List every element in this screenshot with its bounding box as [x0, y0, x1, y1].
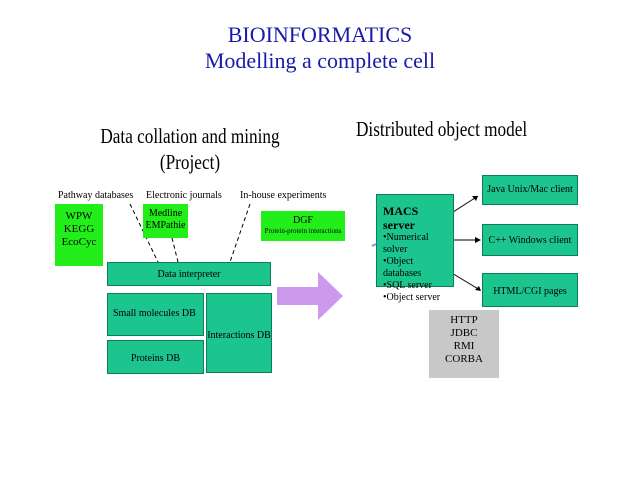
- slide-subtitle: Modelling a complete cell: [204, 48, 436, 73]
- link-html: [449, 271, 481, 291]
- journals-label: Electronic journals: [146, 190, 222, 201]
- journal-connector: [171, 237, 179, 263]
- pathway-item: KEGG: [63, 223, 95, 235]
- server-marker: [371, 243, 377, 247]
- right-heading: Distributed object model: [356, 117, 528, 141]
- server-item: •SQL server: [383, 280, 432, 291]
- pathway-connector: [129, 203, 159, 263]
- server-item: •Numerical solver: [383, 232, 429, 255]
- inhouse-item: DGF: [292, 215, 313, 226]
- data-interpreter-box: Data interpreter: [107, 262, 271, 286]
- flow-arrow-icon: [277, 272, 343, 320]
- arrowhead-icon: [472, 196, 478, 201]
- inhouse-label: In-house experiments: [240, 190, 327, 201]
- interactions-db-box: Interactions DB: [206, 293, 272, 373]
- protocol-item: RMI: [453, 340, 475, 352]
- proteins-db-box: Proteins DB: [107, 340, 204, 374]
- journals-box: Medline EMPathie: [143, 204, 188, 238]
- small-molecules-db-box: Small molecules DB: [107, 293, 204, 336]
- protocol-item: CORBA: [445, 353, 483, 365]
- cpp-client-box: C++ Windows client: [482, 224, 578, 256]
- journal-item: Medline: [148, 208, 183, 219]
- pathway-item: EcoCyc: [61, 236, 97, 248]
- arrowhead-icon: [475, 237, 481, 243]
- inhouse-box: DGF Protein-protein interactions: [261, 211, 345, 241]
- journal-item: EMPathie: [145, 220, 186, 231]
- pathway-db-box: WPW KEGG EcoCyc: [55, 204, 103, 266]
- server-title: MACS server: [383, 204, 419, 232]
- arrowhead-icon: [475, 286, 481, 291]
- left-heading-line2: (Project): [159, 150, 221, 174]
- protocols-box: HTTP JDBC RMI CORBA: [429, 310, 499, 378]
- macs-server-box: MACS server •Numerical solver •Object da…: [376, 194, 454, 303]
- inhouse-item: Protein-protein interactions: [264, 227, 342, 235]
- slide-title: BIOINFORMATICS: [227, 22, 413, 47]
- java-client-box: Java Unix/Mac client: [482, 175, 578, 205]
- link-java: [449, 195, 479, 215]
- left-heading-line1: Data collation and mining: [100, 124, 280, 148]
- pathway-item: WPW: [65, 210, 93, 222]
- server-item: •Object databases: [383, 256, 422, 279]
- protocol-item: HTTP: [450, 314, 478, 326]
- protocol-item: JDBC: [450, 327, 478, 339]
- pathway-label: Pathway databases: [58, 190, 134, 201]
- inhouse-connector: [229, 203, 251, 263]
- html-pages-box: HTML/CGI pages: [482, 273, 578, 307]
- server-item: •Object server: [383, 292, 441, 303]
